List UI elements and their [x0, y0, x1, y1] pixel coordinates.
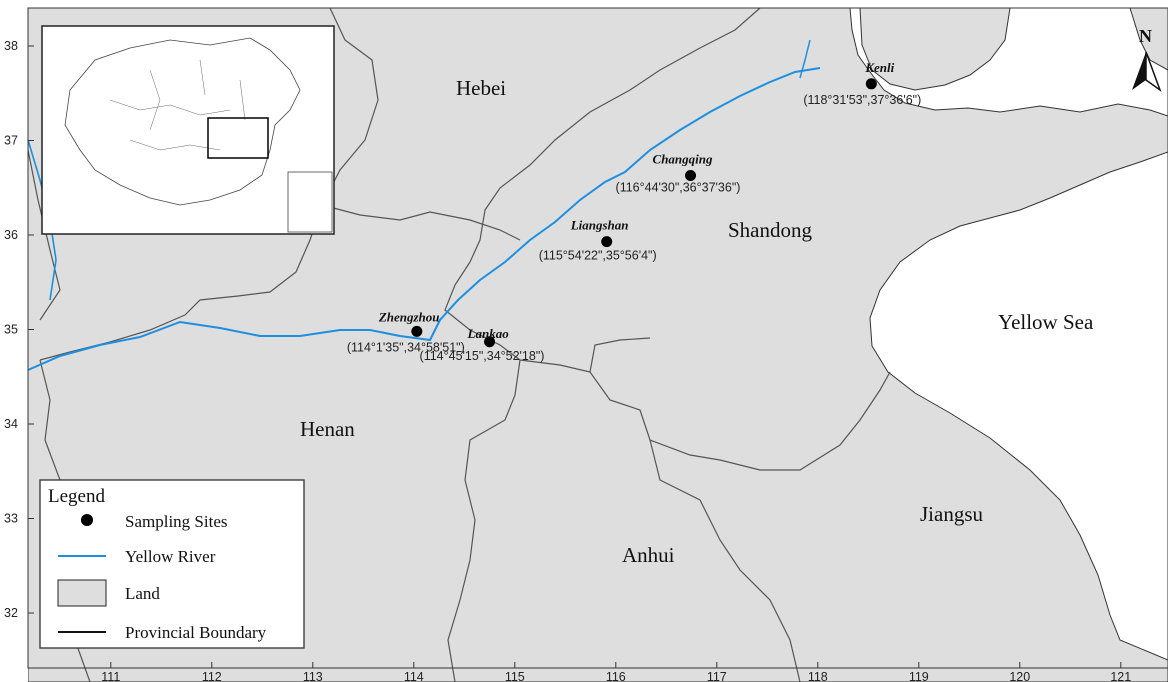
west-sea	[0, 8, 28, 682]
region-label-shandong: Shandong	[728, 218, 813, 242]
legend-item-provincial-boundary: Provincial Boundary	[125, 623, 267, 642]
map-legend: Legend Sampling Sites Yellow River Land …	[39, 479, 305, 649]
x-axis-ticks: 111112113114115116117118119120121122	[101, 662, 1131, 682]
sampling-sites: Kenli (118°31'53",37°36'6") Changqing (116°…	[347, 60, 921, 363]
inset-china-map	[41, 25, 335, 235]
site-coords-zhengzhou: (114°1'35",34°58'51")	[347, 340, 465, 354]
y-tick-label: 34	[4, 417, 18, 431]
inset-south-china-sea	[287, 171, 333, 233]
legend-item-land: Land	[125, 584, 160, 603]
legend-item-sampling-sites: Sampling Sites	[125, 512, 227, 531]
site-marker-zhengzhou	[411, 325, 423, 337]
y-tick-label: 35	[4, 323, 18, 337]
x-tick-label: 112	[202, 670, 222, 682]
inset-highlight-box	[207, 117, 269, 159]
island	[859, 7, 1011, 91]
legend-title: Legend	[48, 486, 105, 507]
site-marker-lankao	[484, 336, 496, 348]
y-tick-label: 33	[4, 512, 18, 526]
x-tick-label: 116	[606, 670, 626, 682]
y-tick-label: 37	[4, 134, 18, 148]
legend-item-yellow-river: Yellow River	[125, 547, 216, 566]
site-coords-lankao: (114°45'15",34°52'18")	[420, 349, 545, 363]
y-tick-label: 36	[4, 228, 18, 242]
site-name-changqing: Changqing	[653, 151, 713, 166]
x-tick-label: 118	[808, 670, 828, 682]
yellow-river-branch	[799, 39, 811, 79]
legend-land-swatch	[57, 579, 107, 607]
site-coords-changqing: (116°44'30",36°37'36")	[616, 180, 741, 194]
region-label-henan: Henan	[300, 417, 355, 441]
legend-box	[39, 479, 305, 649]
site-name-lankao: Lankao	[467, 326, 510, 341]
site-coords-liangshan: (115°54'22",35°56'4")	[539, 249, 657, 263]
north-arrow-label: N	[1139, 26, 1152, 46]
region-label-hebei: Hebei	[456, 76, 506, 100]
yellow-river	[27, 67, 821, 371]
site-name-liangshan: Liangshan	[570, 218, 629, 233]
y-tick-label: 32	[4, 606, 18, 620]
x-tick-label: 121	[1110, 670, 1131, 682]
site-marker-liangshan	[601, 236, 613, 248]
map-frame	[27, 7, 1168, 669]
site-name-zhengzhou: Zhengzhou	[378, 309, 440, 324]
x-tick-label: 119	[909, 670, 929, 682]
site-marker-changqing	[685, 169, 697, 181]
region-label-jiangsu: Jiangsu	[920, 502, 984, 526]
site-marker-kenli	[865, 78, 877, 90]
x-tick-label: 111	[101, 670, 120, 682]
north-arrow-icon: N	[1132, 26, 1162, 93]
x-tick-label: 115	[505, 670, 525, 682]
y-tick-label: 38	[4, 39, 18, 53]
x-tick-label: 113	[303, 670, 323, 682]
region-label-yellow-sea: Yellow Sea	[998, 310, 1094, 334]
site-name-kenli: Kenli	[864, 60, 894, 75]
x-tick-label: 114	[404, 670, 424, 682]
x-tick-label: 117	[707, 670, 727, 682]
site-coords-kenli: (118°31'53",37°36'6")	[803, 93, 921, 107]
legend-site-marker	[81, 514, 93, 526]
region-label-anhui: Anhui	[622, 543, 675, 567]
y-axis-ticks: 38 37 36 35 34 33 32	[4, 39, 34, 620]
x-tick-label: 120	[1009, 670, 1030, 682]
